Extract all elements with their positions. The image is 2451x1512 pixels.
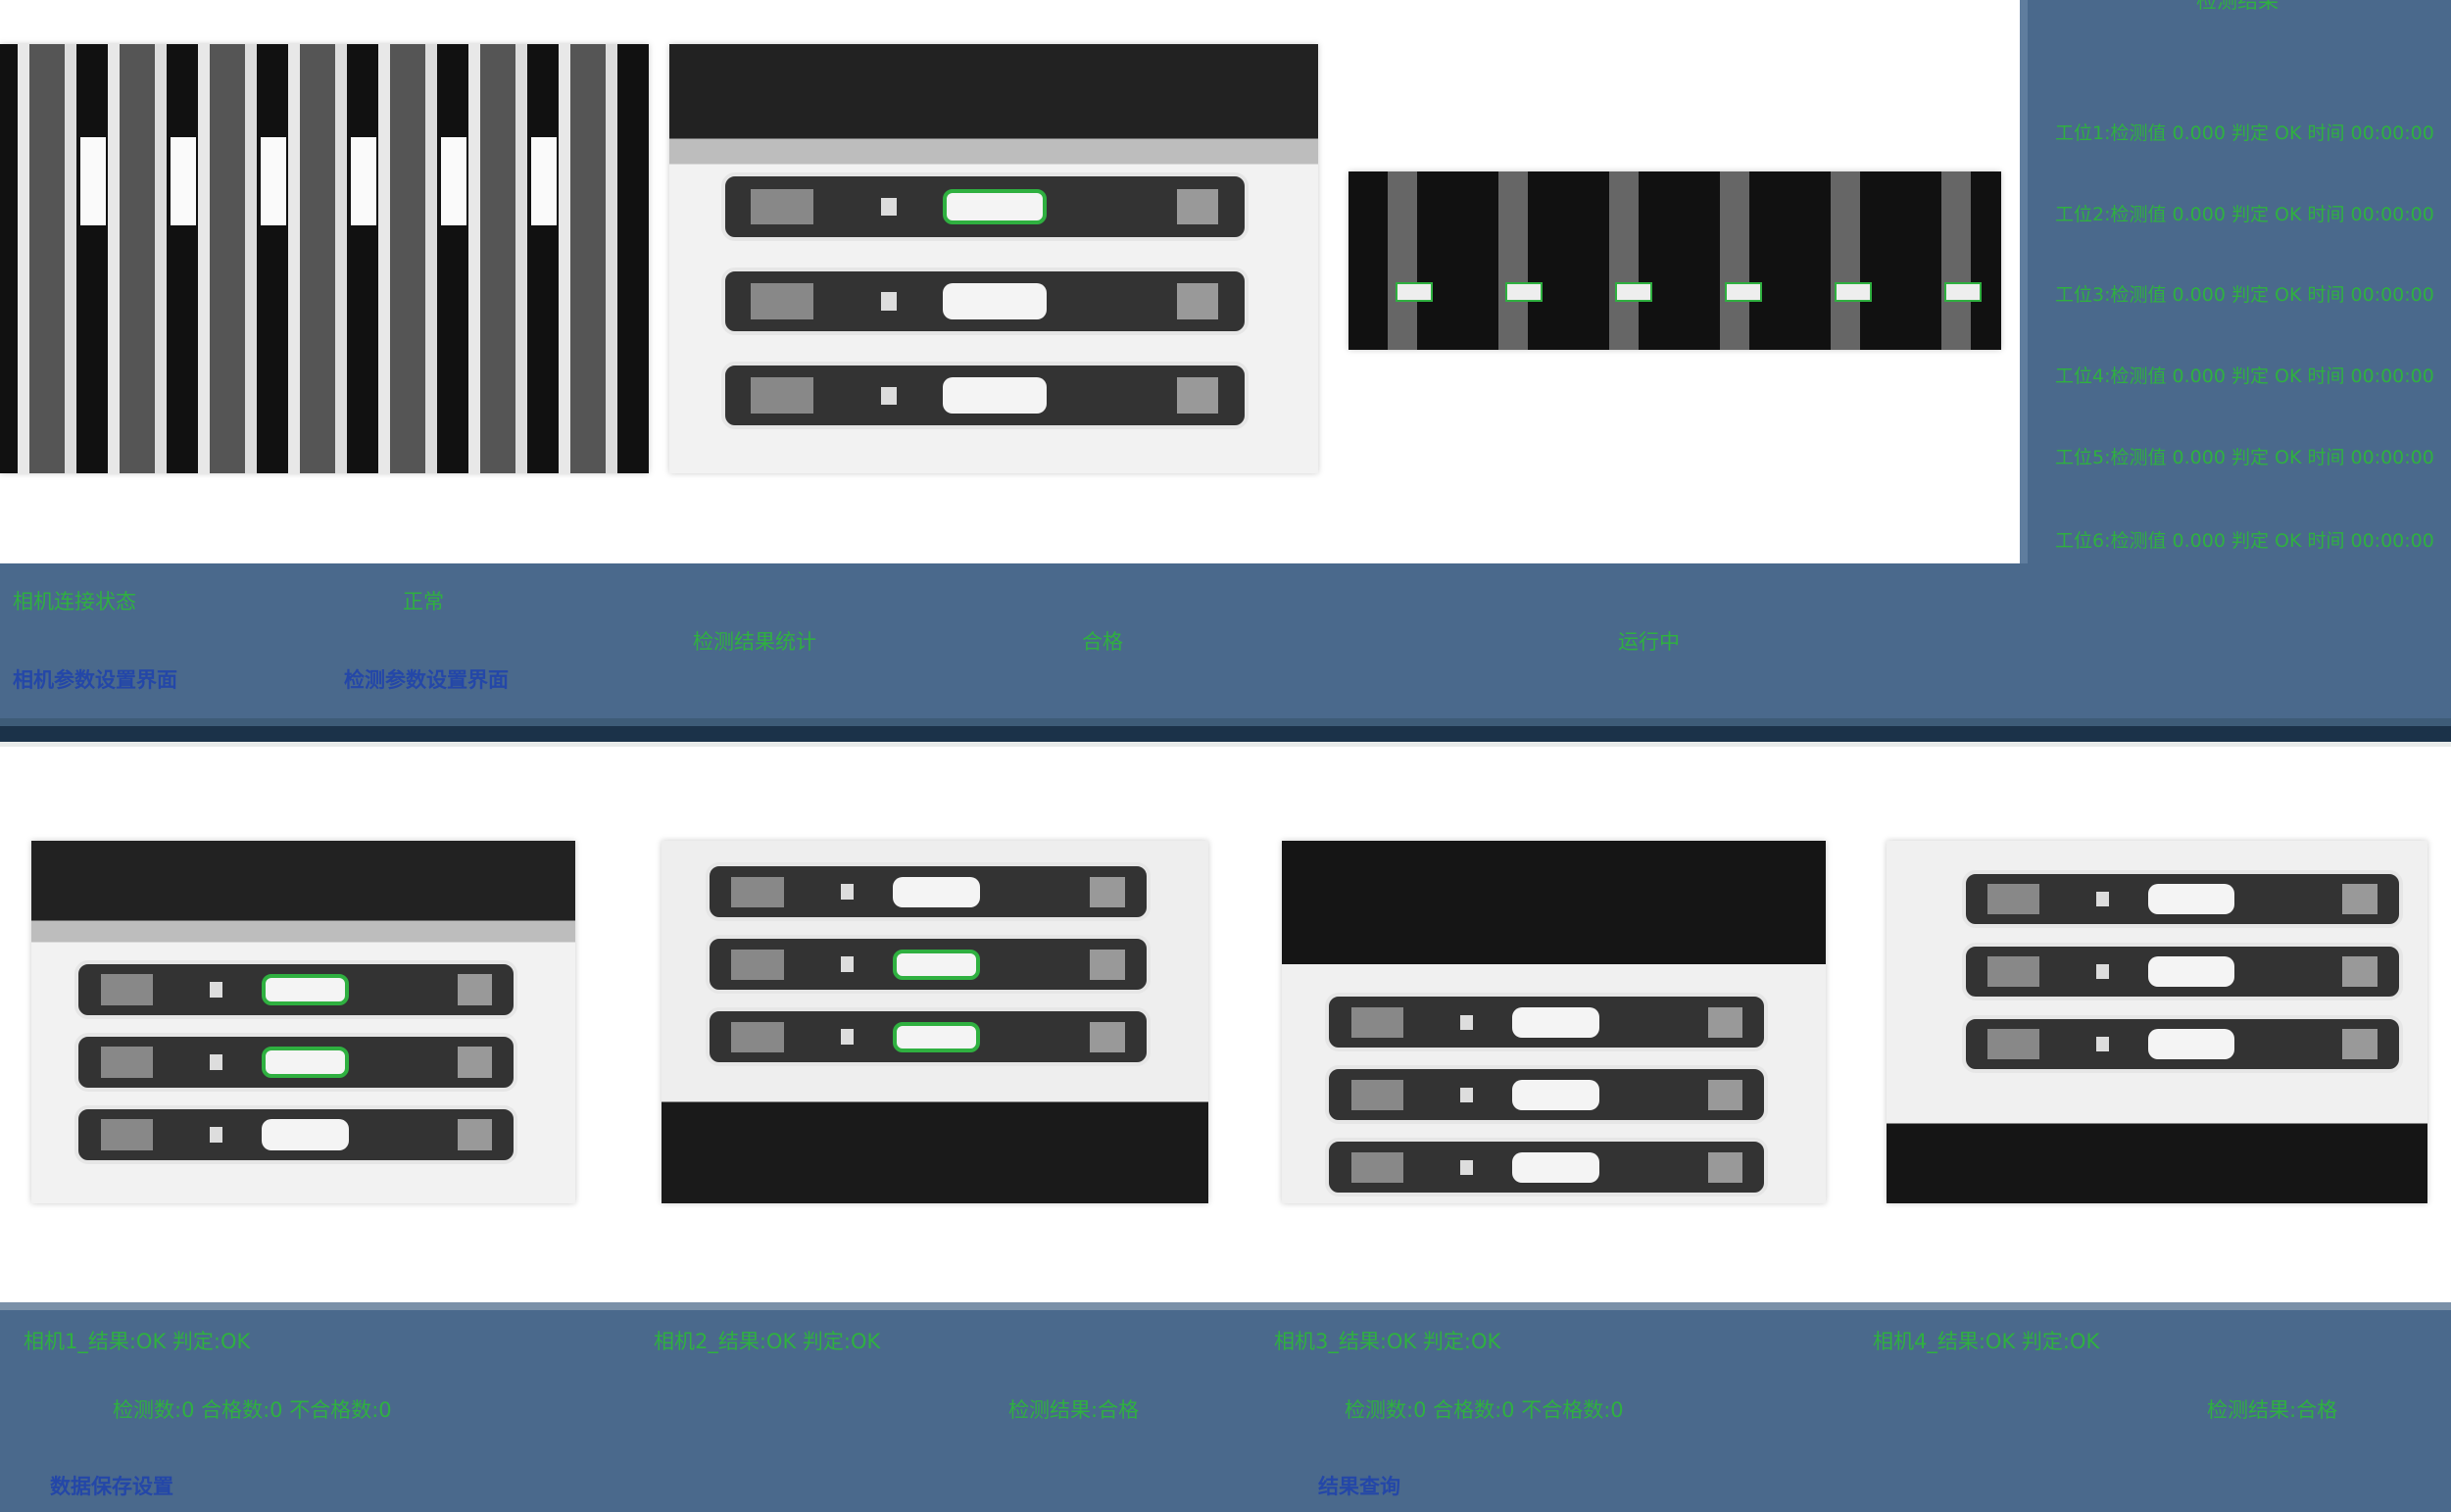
camera-image-4 <box>31 841 575 1203</box>
result-panel: 检测结果 工位1:检测值 0.000 判定 OK 时间 00:00:00 工位2… <box>2020 0 2451 563</box>
run-status: 运行中 <box>1618 630 1680 654</box>
count-summary: 检测数:0 合格数:0 不合格数:0 <box>1345 1398 1624 1422</box>
data-save-settings-link[interactable]: 数据保存设置 <box>50 1475 173 1498</box>
camera-image-1 <box>0 44 649 473</box>
divider-bar <box>0 718 2451 726</box>
count-summary: 检测数:0 合格数:0 不合格数:0 <box>113 1398 392 1422</box>
camera-result: 相机1_结果:OK 判定:OK <box>24 1330 251 1353</box>
result-line: 工位5:检测值 0.000 判定 OK 时间 00:00:00 <box>2055 447 2434 468</box>
judgement: 检测结果:合格 <box>1008 1398 1140 1422</box>
result-line: 工位3:检测值 0.000 判定 OK 时间 00:00:00 <box>2055 284 2434 306</box>
detection-settings-link[interactable]: 检测参数设置界面 <box>344 668 509 692</box>
divider-gap <box>0 742 2451 747</box>
camera-settings-link[interactable]: 相机参数设置界面 <box>13 668 177 692</box>
result-line: 工位2:检测值 0.000 判定 OK 时间 00:00:00 <box>2055 204 2434 225</box>
camera-image-2 <box>669 44 1318 473</box>
stats-label: 检测结果统计 <box>693 630 816 654</box>
camera-image-5 <box>662 841 1208 1203</box>
camera-status-label: 相机连接状态 <box>13 590 136 613</box>
bottom-result-panel: 相机1_结果:OK 判定:OK 相机2_结果:OK 判定:OK 相机3_结果:O… <box>0 1302 2451 1512</box>
camera-status-value: 正常 <box>403 590 444 613</box>
status-band: 相机连接状态 正常 检测结果统计 合格 运行中 相机参数设置界面 检测参数设置界… <box>0 563 2451 722</box>
camera-image-7 <box>1887 841 2427 1203</box>
stats-value: 合格 <box>1082 630 1123 654</box>
result-line: 工位6:检测值 0.000 判定 OK 时间 00:00:00 <box>2055 530 2434 552</box>
result-query-link[interactable]: 结果查询 <box>1318 1475 1400 1498</box>
camera-image-3 <box>1348 171 2001 350</box>
result-line: 工位1:检测值 0.000 判定 OK 时间 00:00:00 <box>2055 122 2434 144</box>
camera-result: 相机4_结果:OK 判定:OK <box>1873 1330 2100 1353</box>
camera-result: 相机2_结果:OK 判定:OK <box>654 1330 881 1353</box>
camera-image-6 <box>1282 841 1826 1203</box>
result-line: 工位4:检测值 0.000 判定 OK 时间 00:00:00 <box>2055 366 2434 387</box>
judgement: 检测结果:合格 <box>2207 1398 2338 1422</box>
result-panel-title: 检测结果 <box>2196 0 2279 13</box>
camera-result: 相机3_结果:OK 判定:OK <box>1274 1330 1501 1353</box>
divider-bar-dark <box>0 726 2451 742</box>
